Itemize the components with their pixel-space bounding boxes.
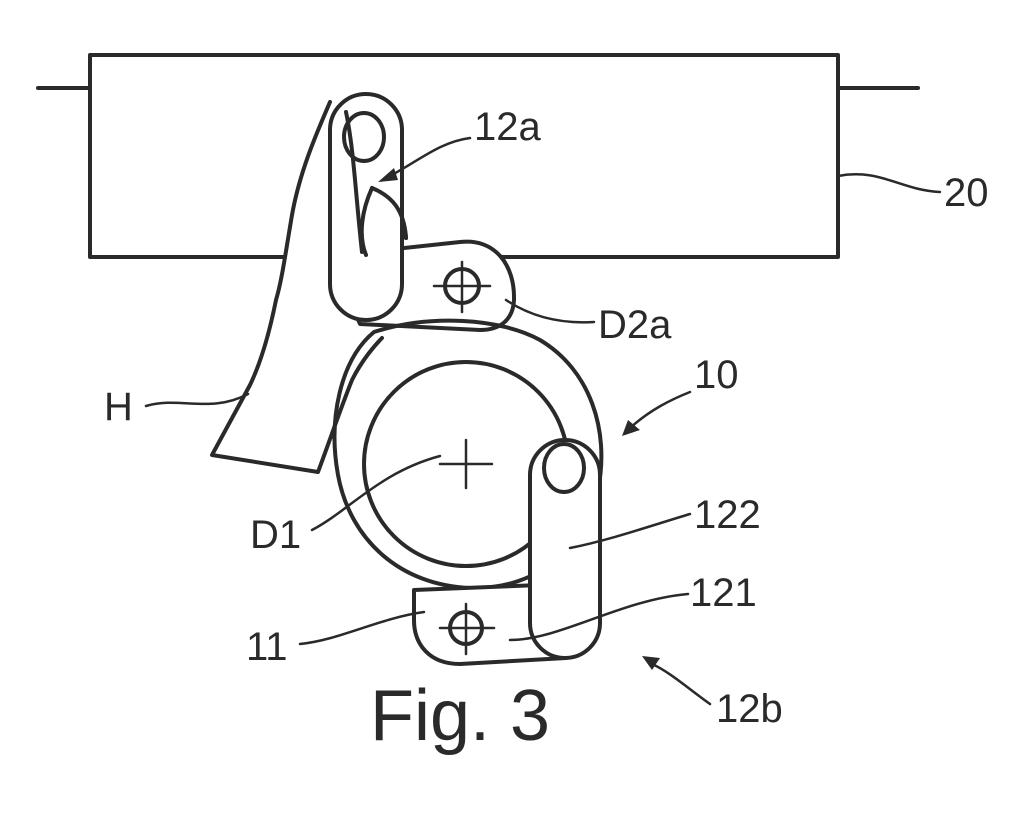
link-122 (528, 438, 602, 660)
arrow-12b-icon (642, 656, 660, 670)
label-h: H (104, 385, 133, 429)
label-11: 11 (246, 625, 288, 669)
leader-121 (508, 592, 690, 642)
leader-20 (836, 173, 942, 194)
label-121: 121 (690, 571, 757, 615)
leader-d2a (504, 298, 596, 324)
label-20: 20 (944, 171, 989, 215)
label-d2a: D2a (598, 303, 672, 347)
link-12a (328, 92, 408, 322)
leader-10 (628, 390, 692, 430)
label-10: 10 (694, 353, 739, 397)
label-12a: 12a (474, 105, 541, 149)
leader-12b (650, 662, 712, 706)
arrow-10-icon (622, 420, 640, 436)
leader-12a (388, 136, 472, 178)
leader-11 (298, 610, 426, 646)
figure-caption: Fig. 3 (370, 676, 550, 756)
leader-lines (144, 136, 942, 706)
label-122: 122 (694, 493, 761, 537)
beam-20 (36, 53, 920, 259)
leader-d1 (310, 454, 442, 532)
label-12b: 12b (716, 687, 783, 731)
pivot-121 (438, 602, 496, 656)
leader-h (144, 392, 250, 408)
arrow-12a-icon (378, 168, 398, 182)
leader-122 (568, 512, 692, 550)
label-d1: D1 (250, 513, 301, 557)
reference-labels: 12a 20 D2a 10 H D1 122 121 11 12b (104, 105, 989, 731)
pivot-d2a (432, 260, 492, 314)
